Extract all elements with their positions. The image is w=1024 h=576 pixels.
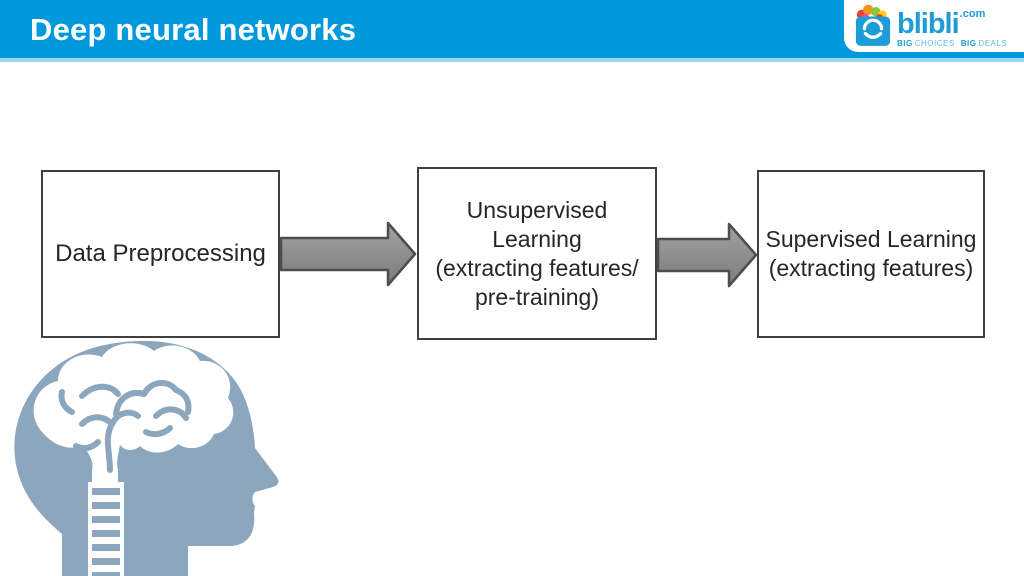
logo-tld: .com — [959, 7, 986, 20]
flow-node-label: (extracting features/ — [435, 254, 639, 281]
flow-arrow-icon — [279, 221, 417, 287]
slide-title: Deep neural networks — [30, 12, 357, 47]
flow-node-label: pre-training) — [474, 283, 599, 310]
flow-arrow-icon — [656, 222, 758, 288]
tagline-big-1: BIG — [897, 39, 913, 48]
header-accent-strip — [0, 58, 1024, 62]
flow-node-label: (extracting features) — [768, 255, 974, 281]
shopping-bag-icon — [855, 4, 891, 46]
flow-node-supervised-learning: Supervised Learning (extracting features… — [757, 170, 985, 338]
flow-node-data-preprocessing: Data Preprocessing — [41, 170, 280, 338]
slide-header: Deep neural networks blibli — [0, 0, 1024, 58]
flow-node-label: Learning — [492, 225, 582, 252]
flow-node-label: Unsupervised — [466, 196, 608, 223]
logo-brand: blibli — [897, 7, 960, 40]
tagline-big-2: BIG — [960, 39, 977, 48]
flow-node-label: Data Preprocessing — [55, 240, 266, 267]
tagline-deals: DEALS — [978, 39, 1008, 48]
tagline-choices: CHOICES — [914, 39, 955, 48]
flow-node-unsupervised-learning: Unsupervised Learning (extracting featur… — [417, 167, 657, 340]
brain-head-icon — [14, 340, 279, 576]
flow-node-label: Supervised Learning — [765, 226, 977, 252]
